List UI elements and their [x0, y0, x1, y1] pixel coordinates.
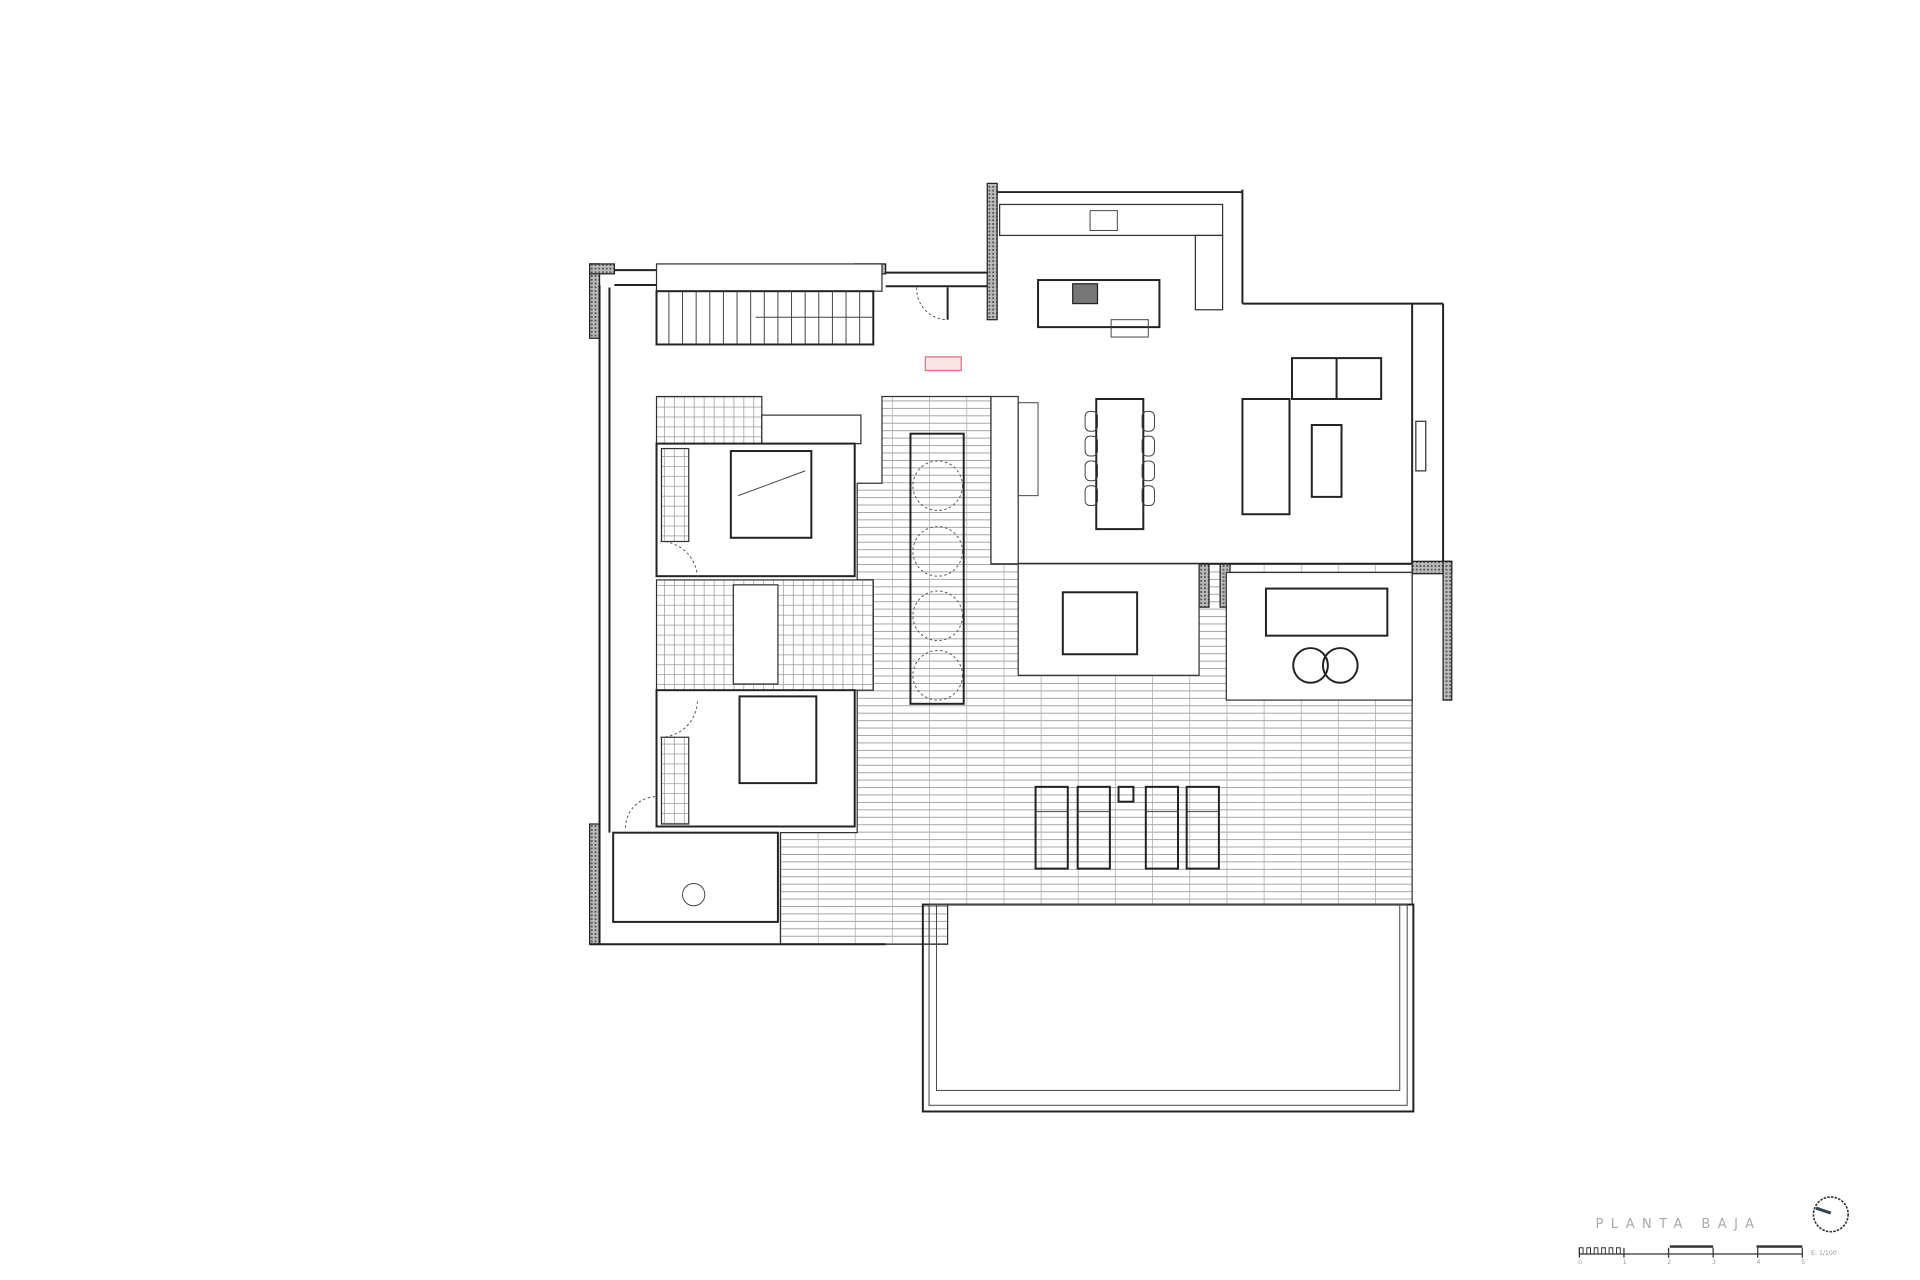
staircase [655, 263, 883, 346]
scale-bar [1578, 1245, 1803, 1255]
dining-chair [1084, 435, 1098, 457]
sun-lounger [1034, 785, 1069, 870]
drawing-title: PLANTA BAJA [1595, 1217, 1761, 1232]
dining-chair [1084, 410, 1098, 432]
entry-door [916, 287, 948, 321]
scale-tick-label: 2 [1667, 1259, 1671, 1266]
kitchen [999, 203, 1224, 338]
dining-chair [1141, 460, 1155, 482]
dining-chair [1141, 435, 1155, 457]
bedrooms-wing [612, 395, 874, 923]
scale-tick-label: 0 [1578, 1259, 1582, 1266]
living-dining [990, 357, 1427, 565]
sun-lounger [1185, 785, 1220, 870]
dining-chair [1084, 485, 1098, 507]
scale-tick-label: 5 [1801, 1259, 1805, 1266]
planter [909, 432, 965, 705]
legend: PLANTA BAJA 0 1 2 3 4 5 E: 1/100 [1578, 1196, 1849, 1266]
dining-chair [1141, 485, 1155, 507]
scale-label: E: 1/100 [1811, 1250, 1837, 1257]
outdoor-dining [1017, 563, 1200, 676]
level-marker [924, 356, 962, 372]
outdoor-lounge [1225, 571, 1413, 701]
sun-lounger [1144, 785, 1180, 870]
swimming-pool [921, 903, 1415, 1113]
sun-loungers [1034, 785, 1220, 870]
scale-tick-label: 3 [1712, 1259, 1716, 1266]
scale-tick-label: 1 [1623, 1259, 1627, 1266]
side-table [1117, 785, 1135, 803]
dining-chair [1084, 460, 1098, 482]
scale-tick-label: 4 [1756, 1259, 1760, 1266]
dining-chair [1141, 410, 1155, 432]
north-arrow-icon [1812, 1196, 1849, 1233]
sun-lounger [1076, 785, 1111, 870]
